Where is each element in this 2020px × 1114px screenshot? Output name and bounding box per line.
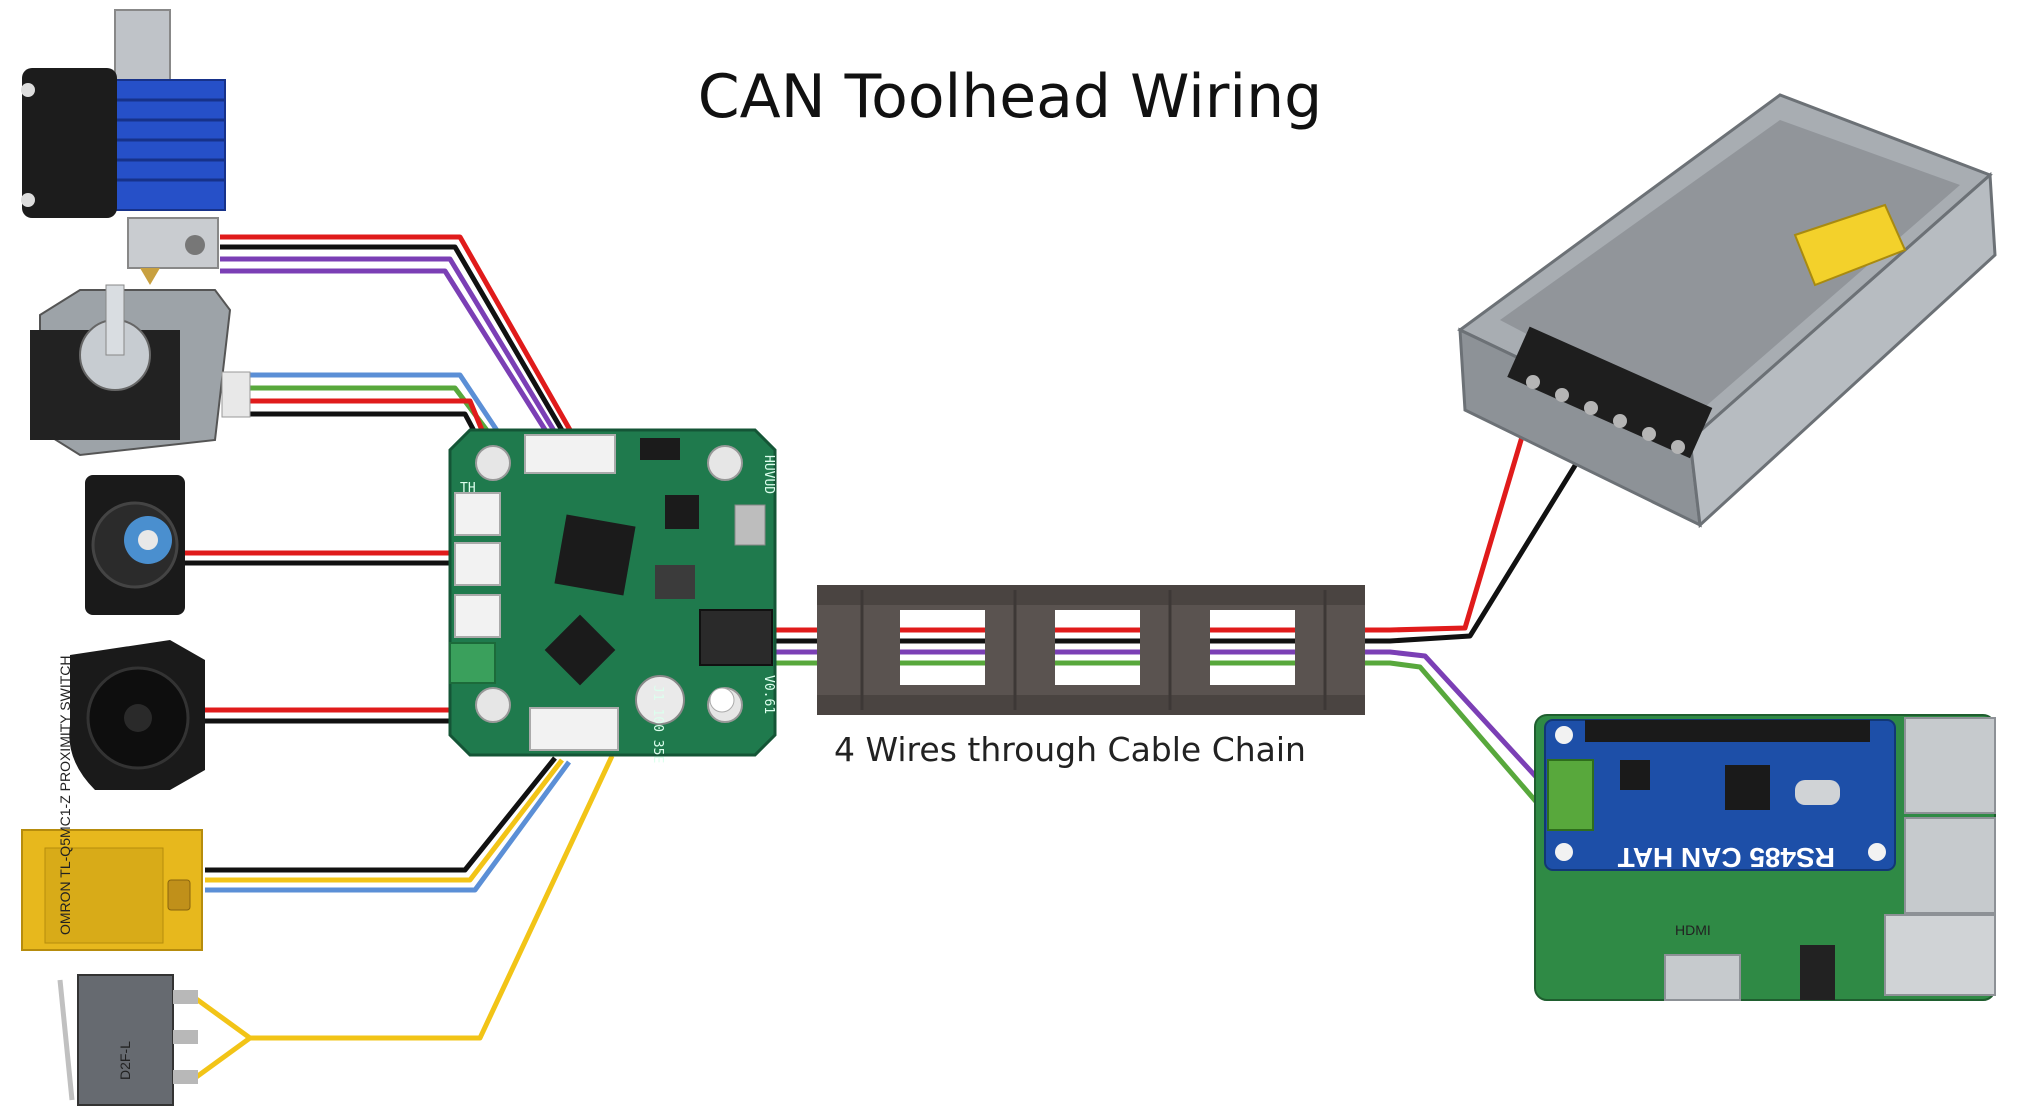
hotend-fan-shroud bbox=[22, 68, 117, 218]
board-connector-bottom bbox=[529, 707, 619, 751]
hat-chip bbox=[1620, 760, 1650, 790]
hat-terminal-block bbox=[1547, 759, 1594, 831]
switch-wire-yellow-1 bbox=[193, 754, 615, 1041]
stepper-wire-red bbox=[248, 398, 489, 441]
psu-side bbox=[1688, 171, 1997, 529]
chain-window bbox=[1210, 610, 1295, 685]
pi-usb-port bbox=[1904, 717, 1996, 814]
sensor-face bbox=[44, 847, 164, 944]
board-can-connector bbox=[699, 609, 773, 666]
sensor-label: OMRON TL-Q5MC1-Z PROXIMITY SWITCH bbox=[57, 656, 73, 936]
board-label-th: TH bbox=[460, 481, 476, 496]
chain-window bbox=[1055, 610, 1140, 685]
board-connector-left-2 bbox=[454, 542, 501, 586]
psu-terminal-screw bbox=[1642, 427, 1656, 441]
board-capacitor bbox=[635, 675, 685, 725]
sensor-wire-yellow bbox=[205, 758, 564, 883]
blower-hub bbox=[124, 704, 152, 732]
pi-usb-port bbox=[1904, 817, 1996, 914]
board-led bbox=[709, 687, 735, 713]
board-label-version: V0.61 bbox=[761, 675, 776, 714]
hotend-wire-black bbox=[220, 244, 566, 434]
switch-label: D2F-L bbox=[117, 1041, 133, 1080]
psu-terminal-screw bbox=[1584, 401, 1598, 415]
switch-wire-yellow-2 bbox=[193, 1035, 252, 1081]
hat-mount-hole bbox=[1555, 726, 1573, 744]
chain-link-edge bbox=[817, 585, 1365, 605]
hotend-wire-purple-1 bbox=[220, 256, 559, 436]
stepper-shaft bbox=[105, 284, 125, 356]
board-mount-hole bbox=[475, 445, 511, 481]
board-connector-top bbox=[524, 434, 616, 474]
chain-link-edge bbox=[817, 695, 1365, 715]
hotend-heater-block bbox=[127, 217, 219, 269]
board-mount-hole bbox=[707, 445, 743, 481]
hat-mount-hole bbox=[1555, 843, 1573, 861]
board-connector-left-3 bbox=[454, 594, 501, 638]
board-usb-port bbox=[734, 504, 766, 546]
toolhead-board: HUVUD V0.61 TH J1 100 35E bbox=[448, 428, 777, 763]
cable-chain bbox=[817, 585, 1365, 715]
power-supply bbox=[1457, 93, 1997, 529]
chain-window bbox=[900, 610, 985, 685]
board-small-chip bbox=[665, 495, 699, 529]
board-label-capacitor: J1 100 35E bbox=[650, 685, 665, 763]
proximity-sensor: OMRON TL-Q5MC1-Z PROXIMITY SWITCH bbox=[21, 656, 203, 951]
raspberry-pi: HDMI RS485 CAN HAT bbox=[1534, 714, 1996, 1001]
diagram-title: CAN Toolhead Wiring bbox=[697, 62, 1323, 132]
switch-lever bbox=[57, 979, 75, 1101]
pi-audio-jack bbox=[1800, 945, 1835, 1000]
hat-label: RS485 CAN HAT bbox=[1618, 842, 1835, 873]
hotend-screw-icon bbox=[21, 83, 35, 97]
switch-terminal-3 bbox=[173, 1070, 198, 1084]
hat-crystal bbox=[1795, 780, 1840, 805]
cable-chain-caption: 4 Wires through Cable Chain bbox=[834, 730, 1306, 769]
hotend-wire-purple-2 bbox=[220, 268, 552, 438]
hotend-heater-cartridge-icon bbox=[185, 235, 205, 255]
switch-terminal-1 bbox=[173, 990, 198, 1004]
board-mcu-chip bbox=[554, 514, 636, 596]
board-terminal-block bbox=[449, 642, 496, 684]
can-hat: RS485 CAN HAT bbox=[1544, 719, 1896, 873]
sensor-wire-blue bbox=[205, 760, 572, 893]
fan-hub bbox=[138, 530, 158, 550]
psu-terminal-screw bbox=[1671, 440, 1685, 454]
hotend-heat-break bbox=[114, 9, 171, 81]
stepper-wire-blue bbox=[248, 372, 503, 437]
hotend-wire-red bbox=[220, 234, 573, 432]
endstop-switch: D2F-L bbox=[57, 974, 198, 1106]
pi-ethernet-port bbox=[1884, 914, 1996, 996]
psu-terminal-screw bbox=[1526, 375, 1540, 389]
hat-chip bbox=[1725, 765, 1770, 810]
small-fan bbox=[85, 475, 185, 615]
sensor-wire-black bbox=[205, 756, 557, 873]
hotend bbox=[21, 9, 226, 285]
board-inductor bbox=[655, 565, 695, 599]
pi-hdmi-label: HDMI bbox=[1675, 922, 1711, 938]
board-jumpers bbox=[640, 438, 680, 460]
board-driver-chip bbox=[544, 614, 616, 686]
hat-gpio-header bbox=[1585, 720, 1870, 742]
sensor-indicator bbox=[167, 879, 191, 911]
stepper-motor bbox=[30, 284, 251, 457]
psu-terminal-strip bbox=[1507, 326, 1713, 459]
switch-body bbox=[77, 974, 174, 1106]
board-label-brand: HUVUD bbox=[761, 455, 776, 494]
stepper-connector bbox=[221, 371, 251, 418]
hotend-nozzle bbox=[140, 268, 160, 285]
switch-terminal-2 bbox=[173, 1030, 198, 1044]
stepper-wire-black bbox=[248, 411, 483, 444]
pi-hdmi-port bbox=[1664, 954, 1741, 1001]
psu-terminal-screw bbox=[1555, 388, 1569, 402]
psu-terminal-screw bbox=[1613, 414, 1627, 428]
board-connector-left-1 bbox=[454, 492, 501, 536]
psu-warning-label bbox=[1793, 203, 1907, 287]
blower-fan bbox=[69, 640, 206, 790]
hotend-screw-icon bbox=[21, 193, 35, 207]
psu-vent-grille bbox=[1500, 120, 1960, 420]
hat-mount-hole bbox=[1868, 843, 1886, 861]
board-mount-hole bbox=[475, 687, 511, 723]
